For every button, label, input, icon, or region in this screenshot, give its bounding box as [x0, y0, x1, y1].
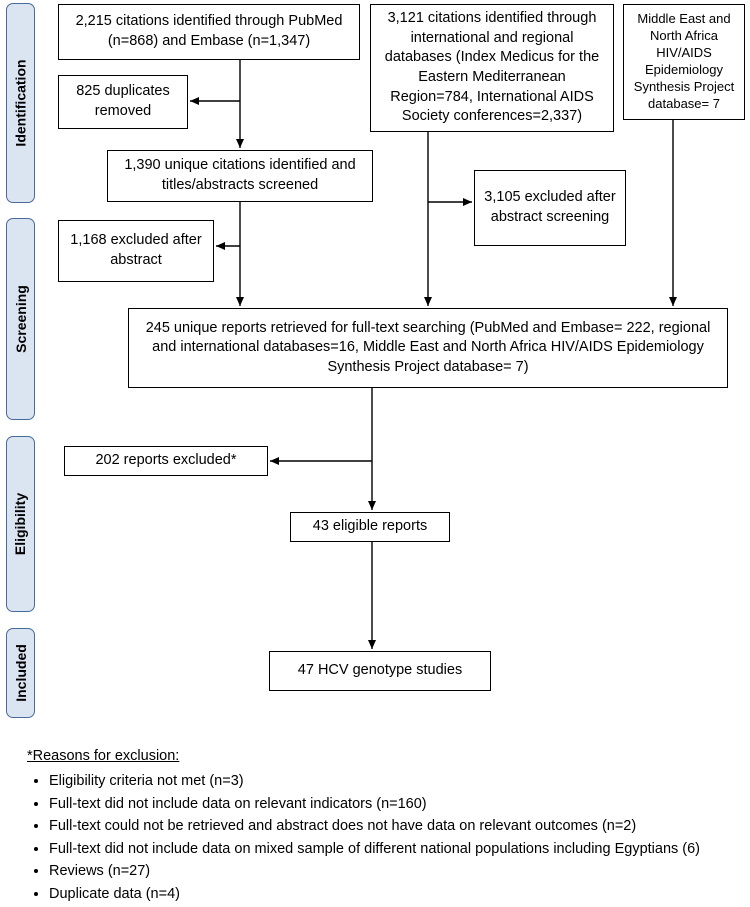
- box-reports-excluded: 202 reports excluded*: [64, 446, 268, 476]
- box-mena-database: Middle East and North Africa HIV/AIDS Ep…: [623, 4, 745, 120]
- box-international-regional: 3,121 citations identified through inter…: [370, 4, 614, 132]
- box-international-regional-text: 3,121 citations identified through inter…: [384, 10, 600, 125]
- exclusion-reason: Full-text did not include data on releva…: [49, 795, 742, 815]
- box-full-text-reports: 245 unique reports retrieved for full-te…: [128, 308, 728, 388]
- stage-screening: Screening: [6, 218, 35, 420]
- box-pubmed-embase-text: 2,215 citations identified through PubMe…: [75, 13, 343, 49]
- box-duplicates-removed: 825 duplicates removed: [58, 75, 188, 129]
- exclusion-reasons-list: Eligibility criteria not met (n=3) Full-…: [27, 772, 742, 904]
- stage-included: Included: [6, 628, 35, 718]
- exclusion-reason: Full-text did not include data on mixed …: [49, 840, 742, 860]
- box-eligible-reports: 43 eligible reports: [290, 512, 450, 542]
- box-unique-citations: 1,390 unique citations identified and ti…: [107, 150, 373, 202]
- exclusion-reason: Reviews (n=27): [49, 862, 742, 882]
- box-genotype-studies-text: 47 HCV genotype studies: [297, 662, 463, 679]
- box-mena-database-text: Middle East and North Africa HIV/AIDS Ep…: [633, 11, 735, 111]
- box-eligible-reports-text: 43 eligible reports: [312, 518, 428, 535]
- stage-eligibility: Eligibility: [6, 436, 35, 612]
- box-excluded-3105: 3,105 excluded after abstract screening: [474, 170, 626, 246]
- box-full-text-reports-text: 245 unique reports retrieved for full-te…: [145, 319, 711, 375]
- box-reports-excluded-text: 202 reports excluded*: [95, 452, 237, 469]
- box-duplicates-removed-text: 825 duplicates removed: [76, 83, 170, 119]
- exclusion-reasons-header: *Reasons for exclusion:: [27, 748, 180, 764]
- exclusion-reason: Duplicate data (n=4): [49, 885, 742, 905]
- box-unique-citations-text: 1,390 unique citations identified and ti…: [124, 157, 356, 193]
- exclusion-reason: Full-text could not be retrieved and abs…: [49, 817, 742, 837]
- box-genotype-studies: 47 HCV genotype studies: [269, 651, 491, 691]
- box-excluded-1168-text: 1,168 excluded after abstract: [70, 232, 202, 268]
- exclusion-reasons: *Reasons for exclusion: Eligibility crit…: [27, 748, 742, 907]
- box-excluded-3105-text: 3,105 excluded after abstract screening: [484, 189, 616, 225]
- box-pubmed-embase: 2,215 citations identified through PubMe…: [58, 4, 360, 60]
- box-excluded-1168: 1,168 excluded after abstract: [58, 220, 214, 282]
- exclusion-reason: Eligibility criteria not met (n=3): [49, 772, 742, 792]
- stage-identification: Identification: [6, 3, 35, 203]
